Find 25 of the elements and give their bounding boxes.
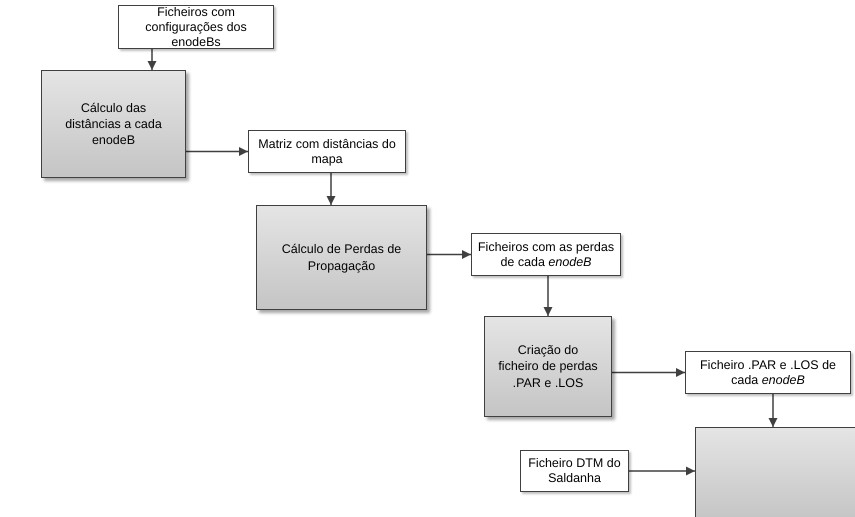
arrow xyxy=(326,173,336,205)
document-box xyxy=(118,5,274,49)
process-box xyxy=(484,316,612,417)
arrow xyxy=(612,368,685,377)
arrow xyxy=(186,147,248,156)
node-label: Matriz com distâncias do mapa xyxy=(257,136,397,166)
arrow xyxy=(427,250,471,259)
document-box xyxy=(471,233,621,276)
document-box xyxy=(685,351,851,394)
node-label: Ficheiro DTM do Saldanha xyxy=(527,456,622,486)
document-box xyxy=(520,450,629,492)
process-box xyxy=(256,205,427,310)
document-box xyxy=(248,130,406,173)
node-label: Ficheiros com as perdas de cada enodeB xyxy=(476,240,616,270)
node-label: Criação do ficheiro de perdas .PAR e .LOS xyxy=(497,342,599,391)
node-label: Cálculo das distâncias a cada enodeB xyxy=(64,100,163,148)
process-box xyxy=(695,427,855,517)
node-label: Ficheiro .PAR e .LOS de cada enodeB xyxy=(699,358,837,388)
process-box xyxy=(41,70,186,178)
arrow xyxy=(768,394,778,427)
arrow xyxy=(148,49,156,70)
arrow xyxy=(629,466,695,476)
node-label: Cálculo de Perdas de Propagação xyxy=(280,241,402,274)
node-label: Ficheiros com configurações dos enodeBs xyxy=(144,4,248,50)
arrow xyxy=(544,276,552,316)
